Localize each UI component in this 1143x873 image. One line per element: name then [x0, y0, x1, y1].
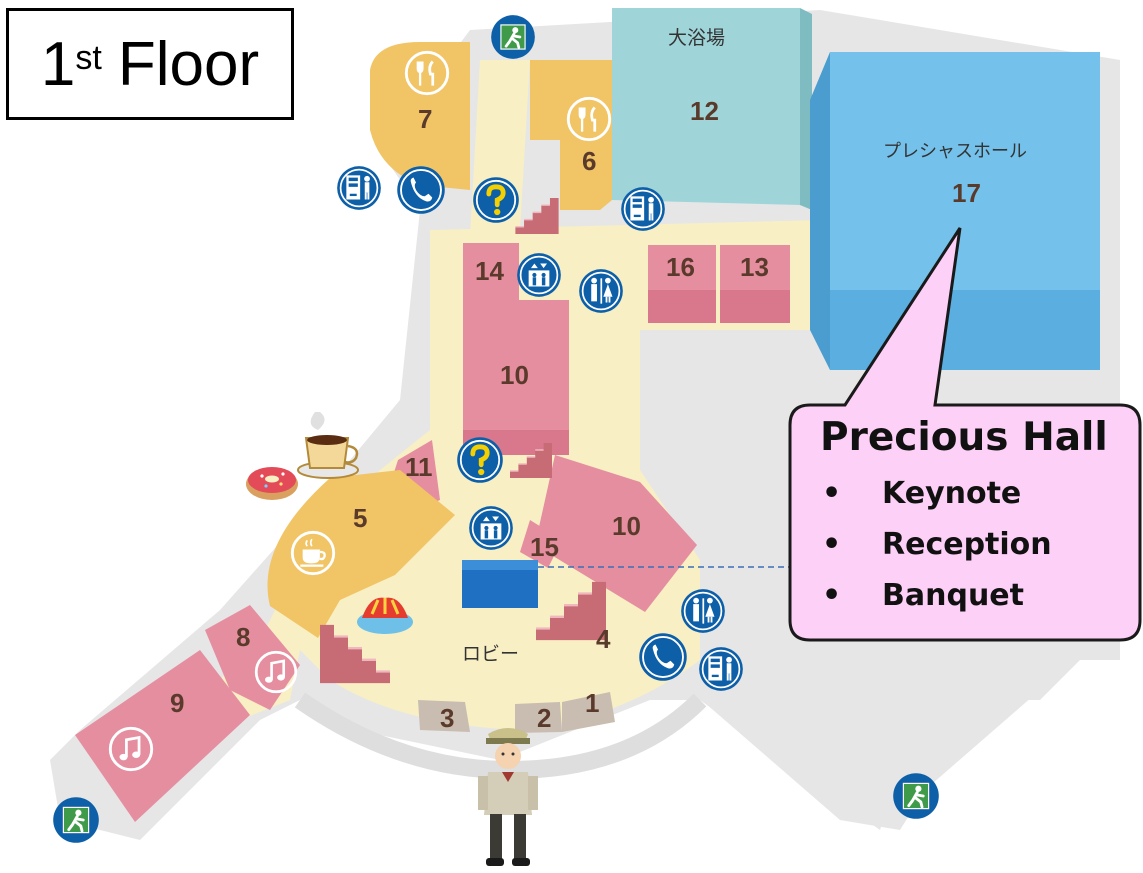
label-room-7: 7 — [418, 104, 432, 134]
room-9[interactable] — [75, 650, 250, 822]
label-room-9: 9 — [170, 688, 184, 718]
label-precious-hall-jp: プレシャスホール — [883, 141, 1027, 162]
label-counter-3: 3 — [440, 703, 454, 733]
label-room-4: 4 — [596, 624, 611, 654]
lobby-decoration-illustration — [357, 597, 413, 634]
label-bath: 大浴場 — [668, 27, 725, 49]
callout-bubble — [788, 227, 1142, 642]
callout-item: • Keynote — [818, 468, 1118, 519]
label-counter-1: 1 — [585, 688, 599, 718]
counter-2[interactable] — [515, 702, 562, 733]
label-room-6: 6 — [582, 146, 596, 176]
counter-3[interactable] — [418, 700, 470, 732]
information-icon-lobby — [457, 437, 503, 483]
label-room-11: 11 — [405, 452, 433, 482]
callout-item-label: Banquet — [882, 578, 1024, 613]
bullet: • — [822, 527, 842, 562]
label-room-17: 17 — [952, 178, 981, 208]
label-room-8: 8 — [236, 622, 250, 652]
vending-machine-icon-left — [336, 165, 382, 211]
callout-content: Precious Hall • Keynote • Reception • Banqu… — [818, 415, 1118, 621]
callout-item: • Banquet — [818, 570, 1118, 621]
callout-item-label: Reception — [882, 527, 1052, 562]
vending-machine-icon-lobby — [698, 646, 744, 692]
floor-ordinal-suffix: st — [75, 38, 102, 77]
floor-word: Floor — [117, 29, 260, 99]
vending-machine-icon-upper — [620, 186, 666, 232]
room-5-cafe[interactable] — [267, 470, 456, 638]
label-room-10-lower: 10 — [612, 511, 641, 541]
label-room-15: 15 — [530, 532, 559, 562]
bullet: • — [822, 476, 842, 511]
label-room-16: 16 — [666, 252, 695, 282]
label-room-5: 5 — [353, 503, 367, 533]
label-room-10-upper: 10 — [500, 360, 529, 390]
restroom-icon-upper — [578, 268, 624, 314]
elevator-icon-lobby — [468, 505, 514, 551]
label-lobby: ロビー — [462, 643, 519, 665]
telephone-icon-left — [396, 165, 446, 215]
coffee-cup-illustration — [297, 412, 359, 479]
label-counter-2: 2 — [537, 703, 551, 733]
room-17-precious-hall[interactable] — [810, 52, 1100, 370]
room-10-upper[interactable] — [463, 300, 569, 455]
label-room-13: 13 — [740, 252, 769, 282]
label-room-14: 14 — [475, 256, 504, 286]
emergency-exit-icon-bottom-right — [892, 772, 940, 820]
donut-illustration — [246, 467, 298, 500]
restroom-icon-lobby — [680, 588, 726, 634]
callout-item: • Reception — [818, 519, 1118, 570]
callout-list: • Keynote • Reception • Banquet — [818, 468, 1118, 621]
floor-number: 1 — [40, 29, 76, 99]
room-16[interactable] — [648, 245, 716, 323]
emergency-exit-icon-bottom-left — [52, 796, 100, 844]
room-8[interactable] — [205, 605, 300, 710]
room-7[interactable] — [370, 42, 470, 190]
counter-1[interactable] — [562, 692, 615, 732]
bellboy-illustration — [478, 728, 538, 866]
label-room-12: 12 — [690, 96, 719, 126]
bullet: • — [822, 578, 842, 613]
lobby-entrance-arc — [294, 692, 707, 780]
room-15[interactable] — [520, 520, 562, 568]
telephone-icon-lobby — [638, 632, 688, 682]
emergency-exit-icon-top — [490, 14, 536, 60]
reception-desk[interactable] — [462, 560, 538, 608]
room-10-lower[interactable] — [535, 455, 697, 612]
room-12-bath[interactable] — [612, 8, 812, 210]
callout-item-label: Keynote — [882, 476, 1022, 511]
elevator-icon-upper — [516, 252, 562, 298]
information-icon-upper — [473, 177, 519, 223]
room-13[interactable] — [720, 245, 790, 323]
callout-title: Precious Hall — [820, 415, 1108, 460]
room-14[interactable] — [463, 243, 519, 303]
